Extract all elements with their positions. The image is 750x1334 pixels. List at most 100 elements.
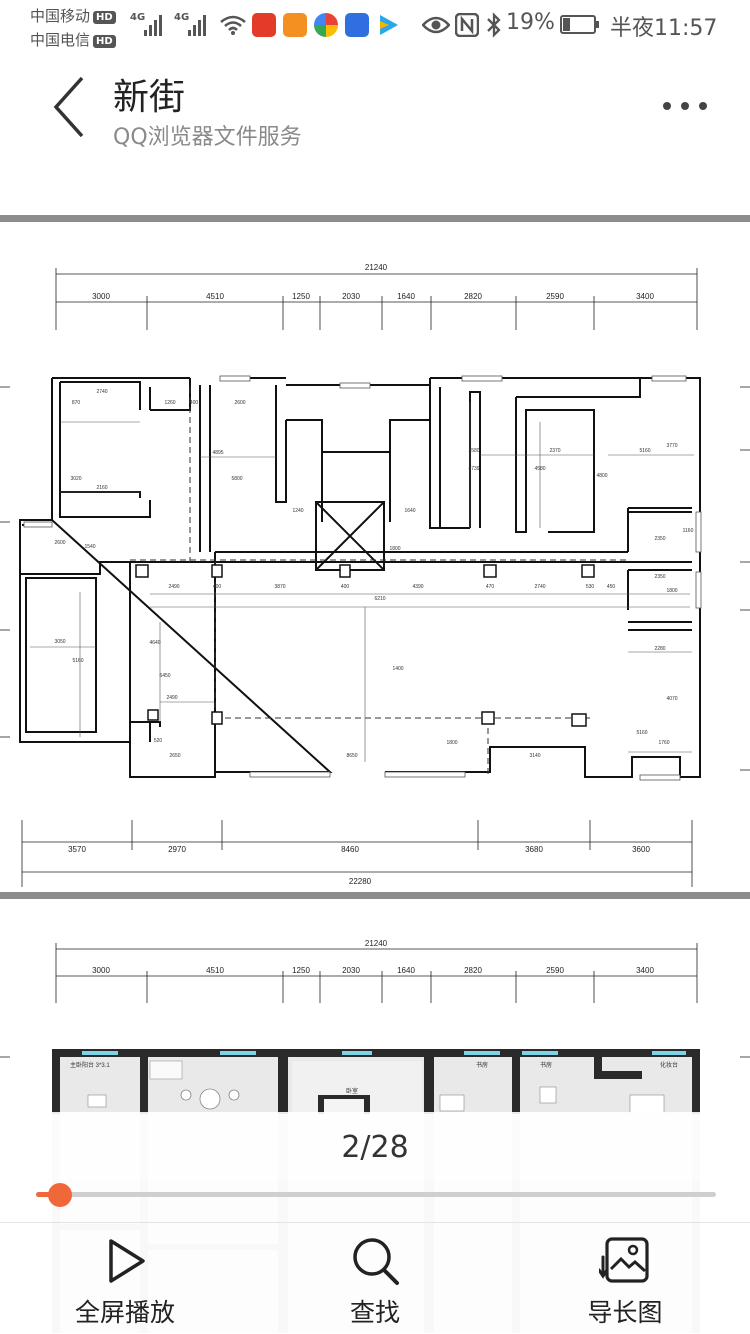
bluetooth-icon [487, 12, 501, 38]
chrome-icon [314, 13, 338, 37]
notification-app-1-icon [252, 13, 276, 37]
baidu-icon [345, 13, 369, 37]
room-dim: 1240 [292, 508, 303, 514]
dim-top-3: 1250 [292, 966, 310, 975]
dim-top-8: 3400 [636, 292, 654, 301]
room-dim: 1540 [84, 544, 95, 550]
dim-bottom-4: 3680 [525, 845, 543, 854]
room-dim: 4390 [412, 584, 423, 590]
dim-top-1: 3000 [92, 966, 110, 975]
room-dim: 6450 [159, 673, 170, 679]
page-separator [0, 215, 750, 222]
room-dim: 4895 [212, 450, 223, 456]
room-dim: 5800 [231, 476, 242, 482]
room-dimension-labels: 2740 870 1260 400 2600 4895 5800 2580 23… [54, 389, 693, 759]
room-dim: 400 [341, 584, 350, 590]
dim-bottom-5: 3600 [632, 845, 650, 854]
room-dim: 2650 [169, 753, 180, 759]
room-dim: 1160 [683, 528, 694, 534]
battery-icon [560, 15, 599, 34]
room-dim: 2600 [54, 540, 65, 546]
page-indicator: 2/28 [0, 1112, 750, 1180]
play-icon [109, 1239, 145, 1283]
room-dim: 3020 [70, 476, 81, 482]
floor-plan-page-1: 21240 3000 4510 1250 2030 1640 2820 2590… [0, 263, 750, 887]
room-dim: 3140 [529, 753, 540, 759]
page-slider-thumb[interactable] [48, 1183, 73, 1207]
export-long-image-label: 导长图 [587, 1298, 663, 1327]
room-label-vanity: 化妆台 [660, 1061, 678, 1069]
fullscreen-play-label: 全屏播放 [74, 1298, 175, 1327]
room-dim: 520 [154, 738, 163, 744]
fullscreen-play-button[interactable]: 全屏播放 [25, 1223, 225, 1334]
dim-top-7: 2590 [546, 292, 564, 301]
room-dim: 530 [586, 584, 595, 590]
room-dim: 4800 [596, 473, 607, 479]
chevron-left-icon [53, 76, 84, 138]
room-dim: 2490 [166, 695, 177, 701]
room-dim: 4739 [468, 466, 479, 472]
dim-top-5: 1640 [397, 966, 415, 975]
dim-top-4: 2030 [342, 966, 360, 975]
room-dim: 1260 [164, 400, 175, 406]
room-dim: 1800 [446, 740, 457, 746]
find-button[interactable]: 查找 [275, 1223, 475, 1334]
room-dim: 2160 [96, 485, 107, 491]
dim-overall-top: 21240 [365, 263, 388, 272]
room-dim: 870 [72, 400, 81, 406]
room-dim: 400 [190, 400, 199, 406]
page-title: 新街 [113, 77, 186, 118]
export-long-image-button[interactable]: 导长图 [525, 1223, 725, 1334]
page-separator [0, 892, 750, 899]
find-label: 查找 [349, 1298, 400, 1327]
room-dim: 2580 [468, 448, 479, 454]
dim-top-6: 2820 [464, 966, 482, 975]
room-dim: 5160 [72, 658, 83, 664]
app-header: 新街 QQ浏览器文件服务 [0, 52, 750, 215]
room-dim: 400 [213, 584, 222, 590]
carrier-1-label: 中国移动 [30, 7, 91, 25]
room-dim: 2600 [234, 400, 245, 406]
search-icon [353, 1238, 399, 1285]
hd-badge: HD [93, 35, 116, 48]
room-dim: 1800 [389, 546, 400, 552]
room-dim: 2350 [654, 574, 665, 580]
back-button[interactable] [40, 72, 100, 142]
more-options-button[interactable] [655, 88, 715, 124]
nfc-icon [455, 13, 479, 37]
room-dim: 1760 [658, 740, 669, 746]
room-dim: 2740 [96, 389, 107, 395]
room-dim: 2370 [549, 448, 560, 454]
room-label-study-2: 书房 [540, 1061, 552, 1069]
dim-top-2: 4510 [206, 292, 224, 301]
room-dim: 2490 [168, 584, 179, 590]
room-dim: 4070 [666, 696, 677, 702]
page-slider[interactable] [36, 1183, 716, 1207]
dim-top-3: 1250 [292, 292, 310, 301]
dim-bottom-2: 2970 [168, 845, 186, 854]
dim-overall-top: 21240 [365, 939, 388, 948]
dim-top-8: 3400 [636, 966, 654, 975]
room-dim: 4580 [534, 466, 545, 472]
floor-plan-page-2: 21240 3000 4510 1250 2030 1640 2820 2590… [0, 939, 750, 1114]
battery-percent: 19% [506, 10, 555, 35]
room-dim: 2350 [654, 536, 665, 542]
dim-bottom-3: 8460 [341, 845, 359, 854]
carrier-2-label: 中国电信 [30, 31, 91, 49]
video-player-icon [380, 15, 398, 35]
dim-top-4: 2030 [342, 292, 360, 301]
dim-top-2: 4510 [206, 966, 224, 975]
clock: 半夜11:57 [610, 16, 718, 41]
wifi-icon [220, 15, 246, 35]
progress-zone [0, 1180, 750, 1222]
page-slider-fill [36, 1192, 61, 1197]
hd-badge: HD [93, 11, 116, 24]
room-dim: 3870 [274, 584, 285, 590]
eye-comfort-icon [422, 16, 450, 34]
uc-browser-icon [283, 13, 307, 37]
room-dim: 450 [607, 584, 616, 590]
room-dim: 1400 [392, 666, 403, 672]
